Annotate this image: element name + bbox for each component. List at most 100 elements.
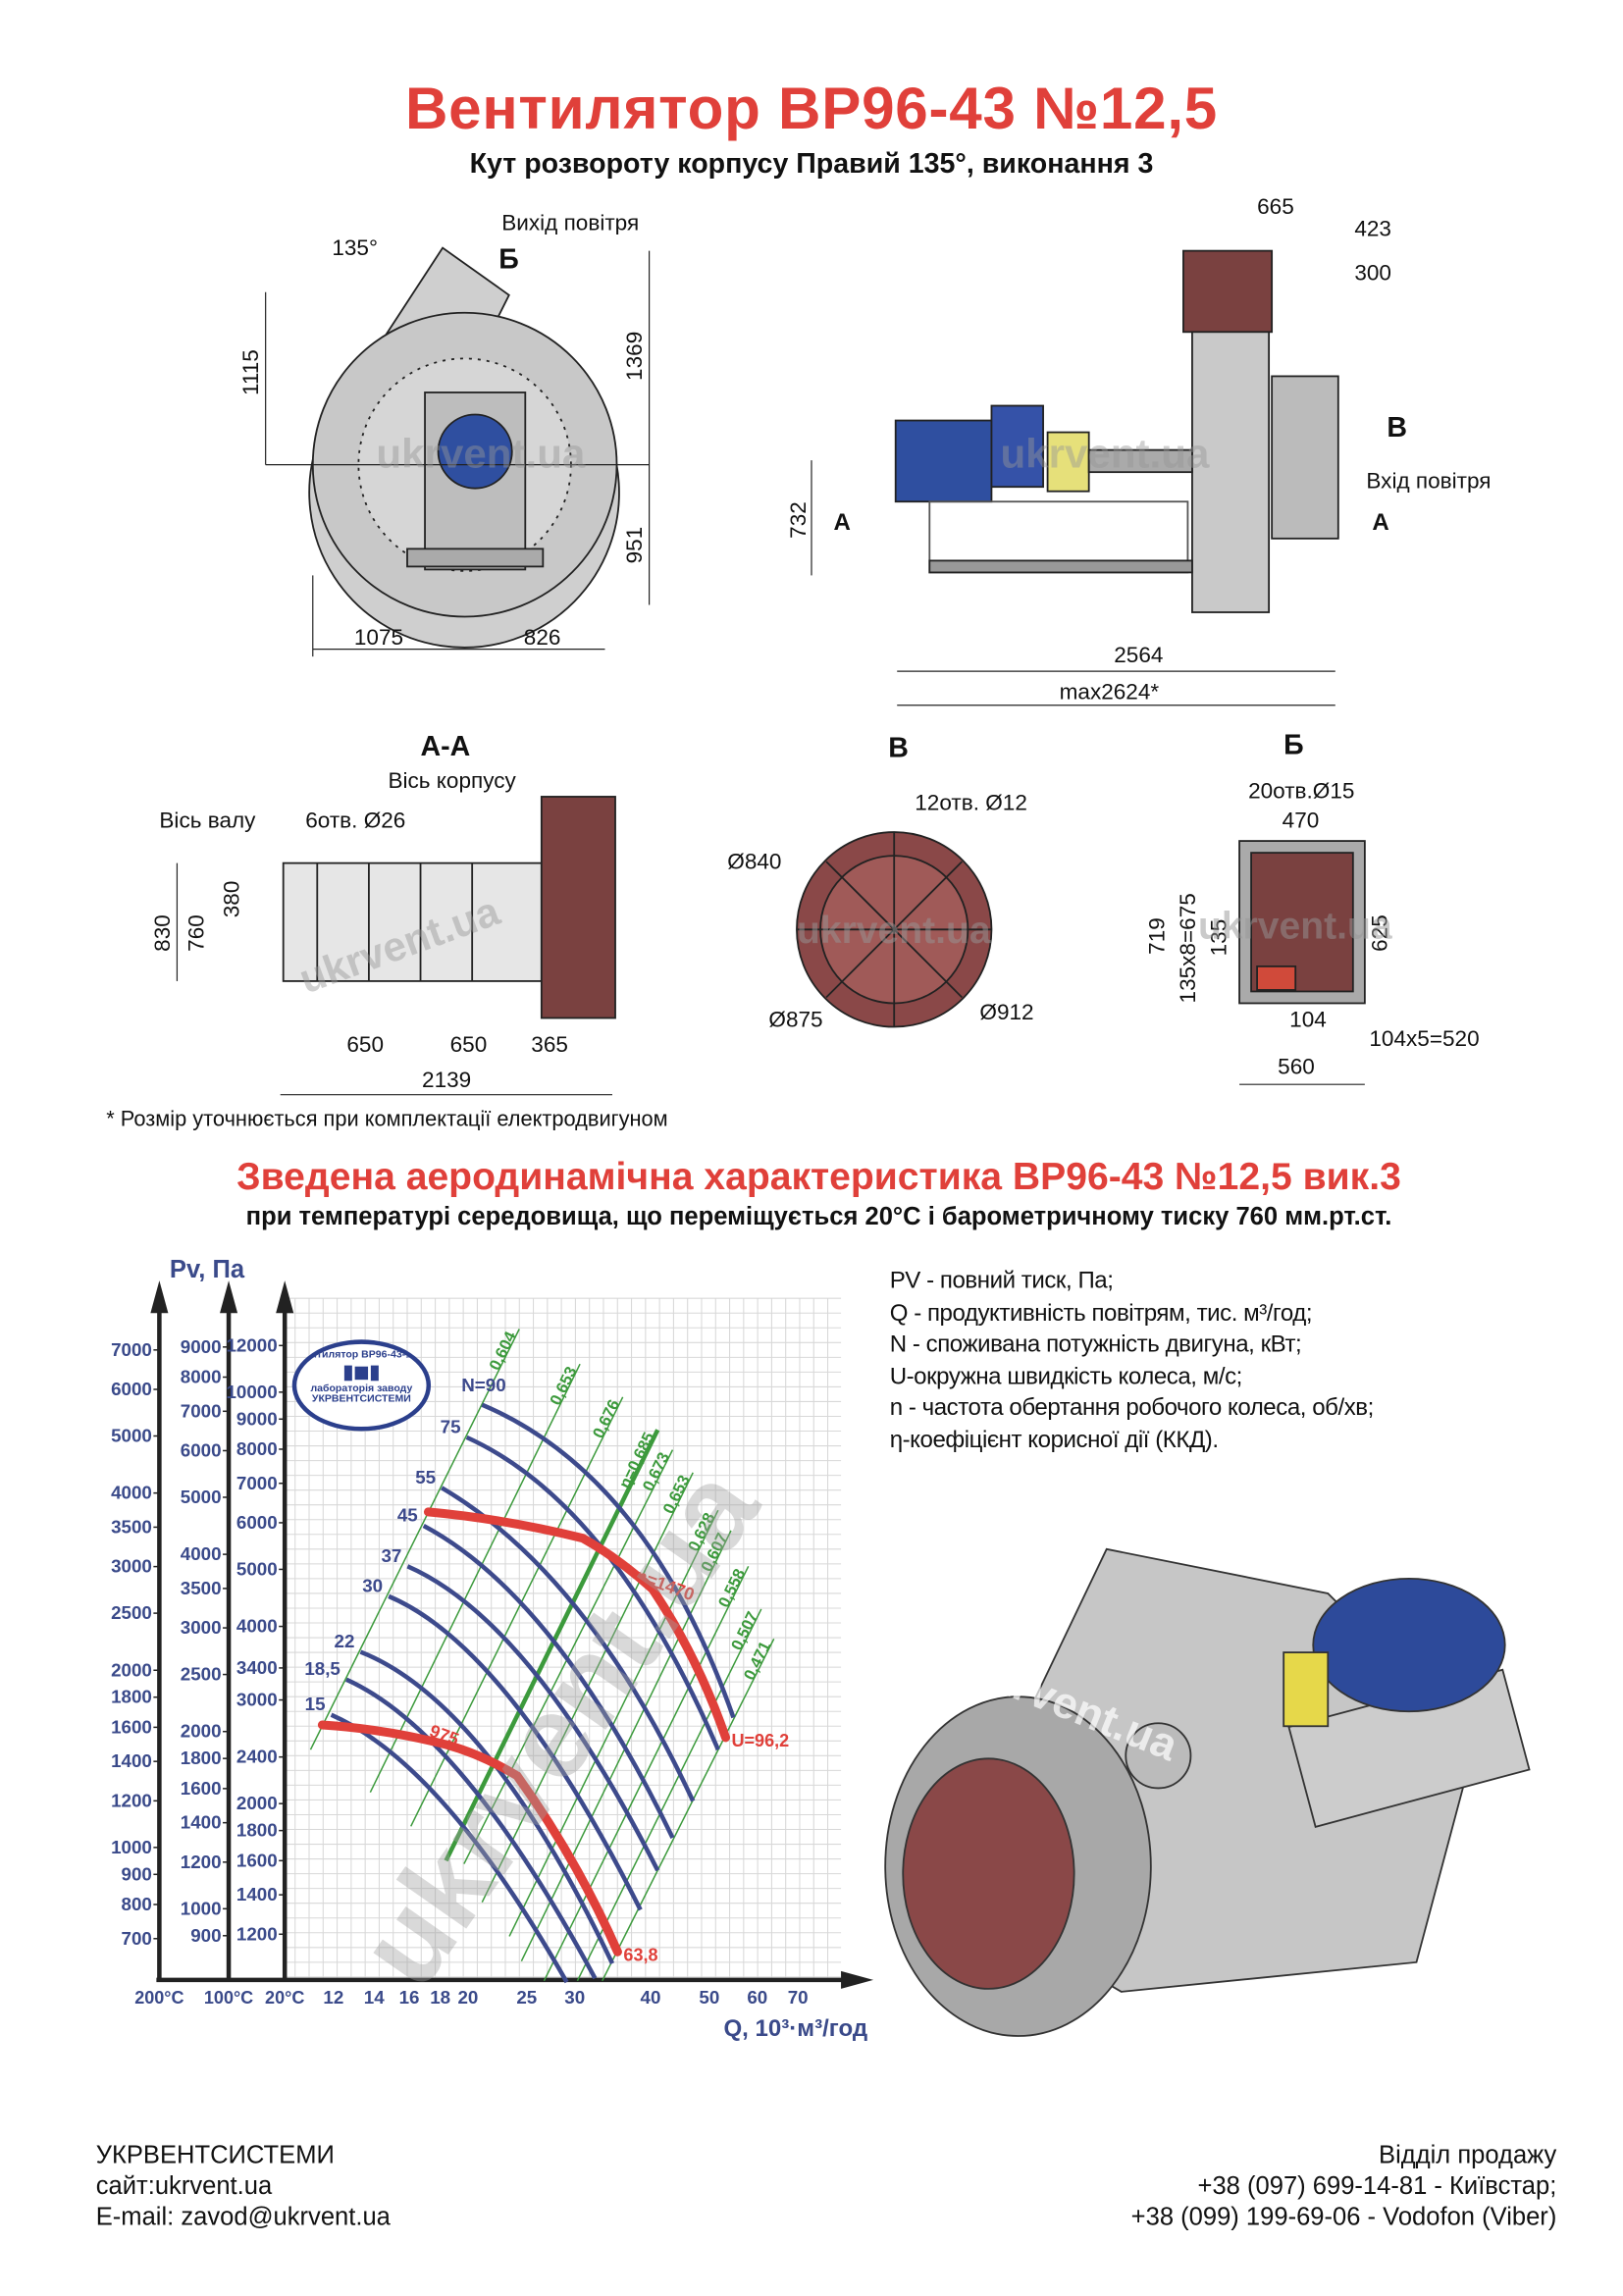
y-tick-label: 2400 [236,1747,278,1767]
y-tick-label: 7000 [111,1339,152,1360]
power-curve [422,1523,675,1839]
y-tick-label: 5000 [181,1487,222,1507]
efficiency-line [369,1363,581,1794]
dim-1369: 1369 [622,331,649,381]
y-tick-label: 4000 [181,1543,222,1564]
stamp-top: Вентилятор ВР96-43-12,5 [297,1349,426,1361]
x-tick-label: 60 [747,1987,767,2008]
dim-830: 830 [150,914,176,952]
aero-subtitle: при температурі середовища, що переміщує… [245,1202,1392,1231]
x-tick-label: 16 [399,1987,420,2008]
front-view-drawing [265,246,651,657]
speed-curve [423,1507,731,1743]
y-tick-label: 6000 [236,1512,278,1533]
power-curve [406,1564,660,1872]
lab-stamp: Вентилятор ВР96-43-12,5 ▮◼▮ лабораторія … [291,1339,432,1432]
power-curve-label: 37 [381,1545,401,1566]
section-be-title: Б [1283,730,1304,761]
dim-d875: Ø875 [768,1007,823,1033]
legend-item: Q - продуктивність повітрям, тис. м³/год… [889,1300,1313,1327]
y-axis-temp-label: 200°C [134,1988,183,2008]
power-curve [388,1593,643,1911]
efficiency-line [508,1509,719,1937]
dim-665: 665 [1257,194,1294,221]
y-tick-label: 1200 [181,1852,222,1872]
y-tick-label: 800 [122,1894,152,1914]
y-tick-label: 9000 [236,1408,278,1429]
dim-650b: 650 [449,1032,488,1059]
power-curve-label: 55 [415,1467,436,1487]
power-curve-label: N=90 [461,1375,505,1395]
angle-label: 135° [332,235,378,262]
fan-3d-render [884,1547,1531,2037]
dim-2139: 2139 [422,1068,472,1094]
x-tick-label: 14 [364,1987,385,2008]
y-tick-label: 8000 [181,1367,222,1387]
dim-d912: Ø912 [979,1000,1034,1026]
side-view-drawing [811,249,1339,706]
section-mark-a-right: А [1372,510,1389,536]
power-curve-label: 30 [362,1575,383,1595]
email-link[interactable]: E-mail: zavod@ukrvent.ua [95,2202,391,2231]
holes-label-be: 20отв.Ø15 [1248,778,1355,805]
y-tick-label: 1800 [236,1820,278,1841]
y-tick-label: 1200 [111,1790,152,1810]
shaft-axis-label: Вісь валу [159,808,256,834]
power-curve-label: 15 [305,1694,326,1714]
efficiency-label: 0,604 [486,1328,521,1373]
holes-label-b: 12отв. Ø12 [915,790,1027,816]
x-tick-label: 70 [788,1987,809,2008]
dim-d840: Ø840 [727,850,782,875]
y-tick-label: 2500 [181,1664,222,1685]
y-tick-label: 1000 [181,1898,222,1918]
page-title: Вентилятор ВР96-43 №12,5 [404,77,1219,142]
x-tick-label: 12 [323,1987,343,2008]
y-tick-label: 6000 [181,1439,222,1460]
x-tick-label: 20 [457,1987,478,2008]
power-curve-label: 75 [441,1416,461,1436]
y-tick-label: 5000 [111,1426,152,1446]
legend-item: U-окружна швидкість колеса, м/с; [889,1364,1243,1389]
housing-axis-label: Вісь корпусу [388,768,516,794]
legend-item: n - частота обертання робочого колеса, о… [889,1395,1375,1422]
y-tick-label: 3500 [181,1578,222,1598]
dim-1115: 1115 [238,349,265,395]
y-tick-label: 700 [122,1928,152,1949]
sales-label: Відділ продажу [1379,2140,1557,2169]
company-name: УКРВЕНТСИСТЕМИ [95,2140,335,2169]
y-tick-label: 3500 [111,1516,152,1537]
stamp-middle: лабораторія заводу [310,1383,413,1394]
dim-826: 826 [523,625,561,652]
dim-423: 423 [1354,217,1391,242]
dim-732: 732 [786,501,812,539]
tip-speed-label: U=96,2 [732,1731,790,1750]
x-tick-label: 50 [699,1987,719,2008]
dim-951: 951 [622,526,649,564]
watermark: ukrvent.ua [1197,903,1392,948]
site-link[interactable]: сайт:ukrvent.ua [95,2171,273,2200]
legend-item: PV - повний тиск, Па; [889,1269,1114,1294]
y-axis-arrow [276,1280,294,1314]
inlet-label: Вхід повітря [1366,469,1492,495]
x-tick-label: 40 [641,1987,661,2008]
chart-legend: PV - повний тиск, Па; Q - продуктивність… [889,1266,1375,1456]
phone-kyivstar[interactable]: +38 (097) 699-14-81 - Київстар; [1197,2171,1557,2200]
y-tick-label: 1000 [111,1837,152,1857]
footer-contacts: УКРВЕНТСИСТЕМИ сайт:ukrvent.ua E-mail: z… [96,2139,391,2232]
y-axis-arrow [150,1280,169,1314]
phone-vodafone[interactable]: +38 (099) 199-69-06 - Vodofon (Viber) [1130,2202,1557,2231]
dim-719: 719 [1144,917,1171,955]
footer-sales: Відділ продажу +38 (097) 699-14-81 - Киї… [1131,2139,1557,2232]
y-tick-label: 9000 [181,1336,222,1357]
y-tick-label: 8000 [236,1438,278,1459]
outlet-label: Вихід повітря [501,211,640,236]
y-tick-label: 2000 [111,1659,152,1680]
page-subtitle: Кут розвороту корпусу Правий 135°, викон… [469,148,1154,181]
x-tick-label: 30 [564,1987,585,2008]
y-axis-arrow [220,1280,238,1314]
y-tick-label: 4000 [111,1483,152,1503]
y-axis-temp-label: 20°C [265,1988,304,2008]
dim-max2624: max2624* [1059,680,1160,705]
y-tick-label: 1600 [181,1778,222,1799]
